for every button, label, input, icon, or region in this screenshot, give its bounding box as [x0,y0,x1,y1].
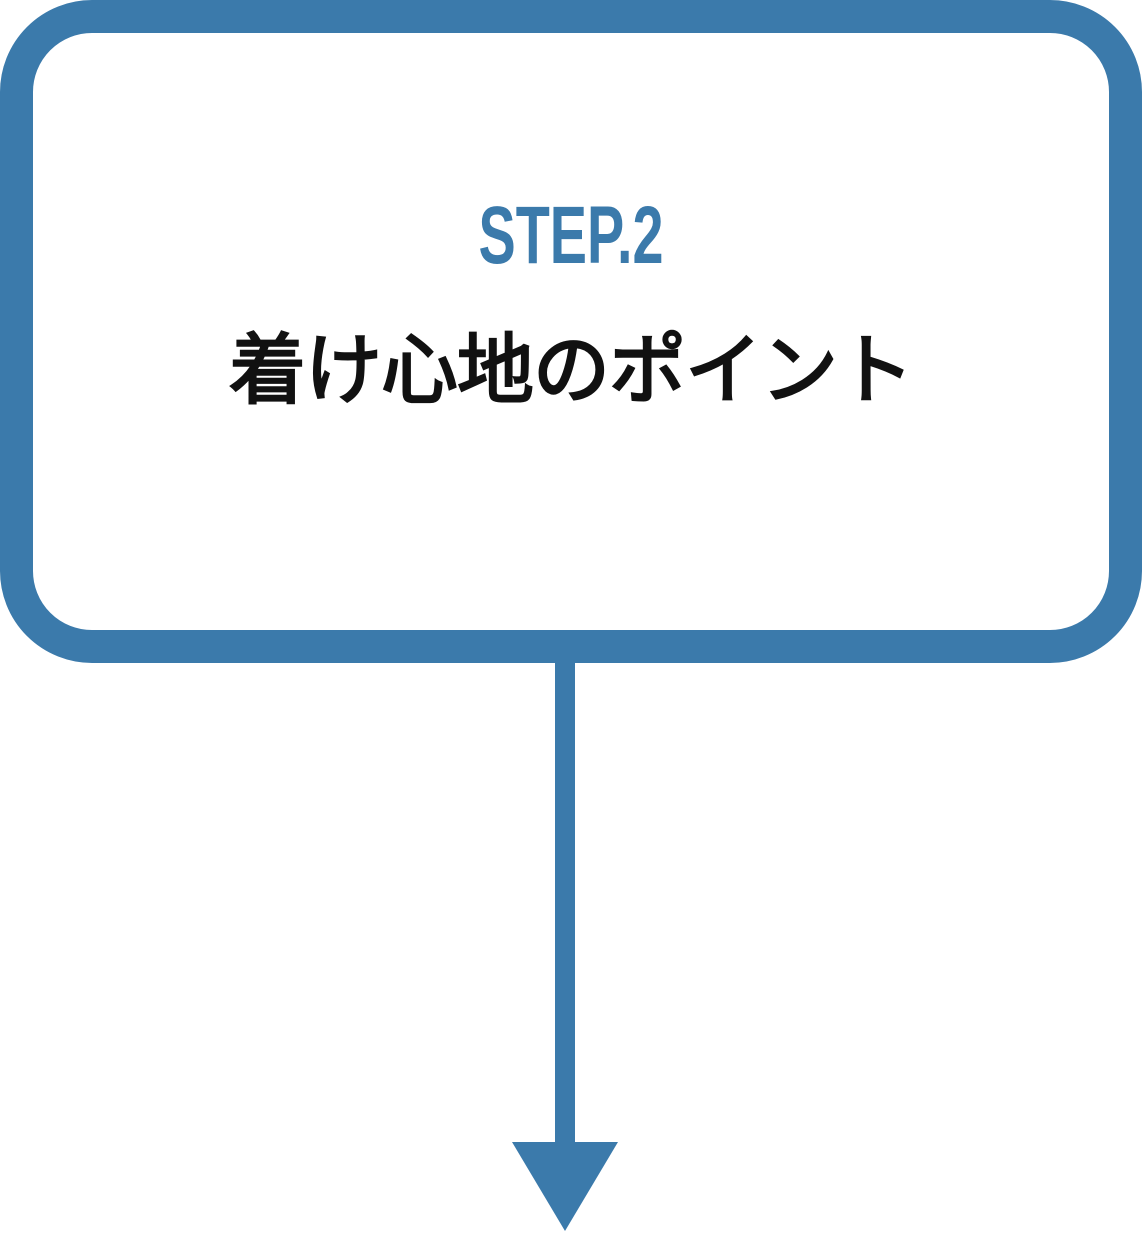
step-number-label: STEP.2 [478,189,664,281]
down-arrow-stem [555,660,575,1143]
down-arrow-head [512,1142,618,1231]
step-title: 着け心地のポイント [229,327,914,414]
step-box: STEP.2 着け心地のポイント [0,0,1142,663]
